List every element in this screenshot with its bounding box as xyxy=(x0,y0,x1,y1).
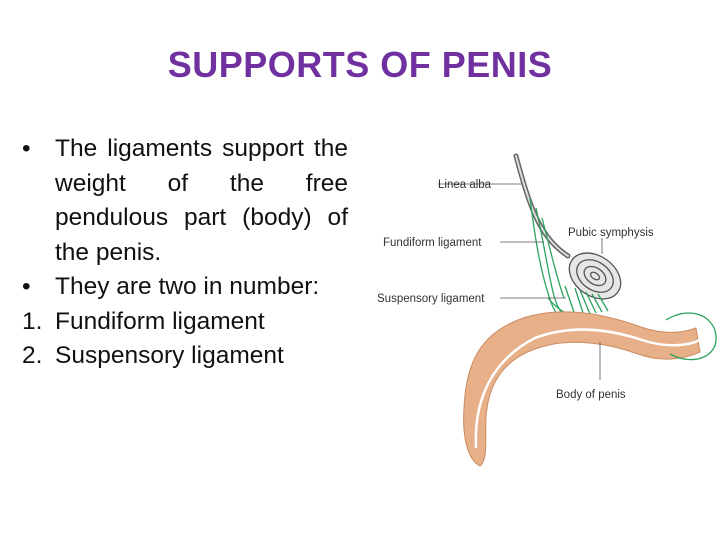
suspensory-ligament-shape xyxy=(564,285,609,319)
bullet-item-2: • They are two in number: xyxy=(22,270,348,305)
urethra-line xyxy=(474,328,701,449)
bullet-marker: • xyxy=(22,135,31,162)
label-pointers xyxy=(438,183,603,380)
label-pubic-symphysis: Pubic symphysis xyxy=(568,227,654,239)
numbered-item-2: 2. Suspensory ligament xyxy=(22,339,348,374)
bullet-item-1: • The ligaments support the weight of th… xyxy=(22,132,348,270)
bullet-marker: • xyxy=(22,273,31,300)
numbered-item-1: 1. Fundiform ligament xyxy=(22,305,348,340)
label-fundiform-ligament: Fundiform ligament xyxy=(383,237,482,249)
numbered-text: Fundiform ligament xyxy=(55,307,265,335)
bullet-text: They are two in number: xyxy=(55,273,320,300)
label-linea-alba: Linea alba xyxy=(438,179,492,191)
linea-alba-line xyxy=(513,153,571,259)
glans-outline xyxy=(665,312,717,361)
number-marker: 1. xyxy=(22,307,43,335)
numbered-text: Suspensory ligament xyxy=(55,342,284,369)
penis-supports-diagram: Linea alba Pubic symphysis Fundiform lig… xyxy=(377,153,717,467)
slide-body: • The ligaments support the weight of th… xyxy=(22,132,348,374)
slide-title: SUPPORTS OF PENIS xyxy=(167,44,553,85)
label-suspensory-ligament: Suspensory ligament xyxy=(377,293,485,305)
label-body-of-penis: Body of penis xyxy=(556,389,626,401)
penis-body-shape xyxy=(463,311,701,467)
pubic-symphysis-shape xyxy=(568,252,622,300)
number-marker: 2. xyxy=(22,342,43,369)
bullet-text: The ligaments support the weight of the … xyxy=(55,135,348,266)
